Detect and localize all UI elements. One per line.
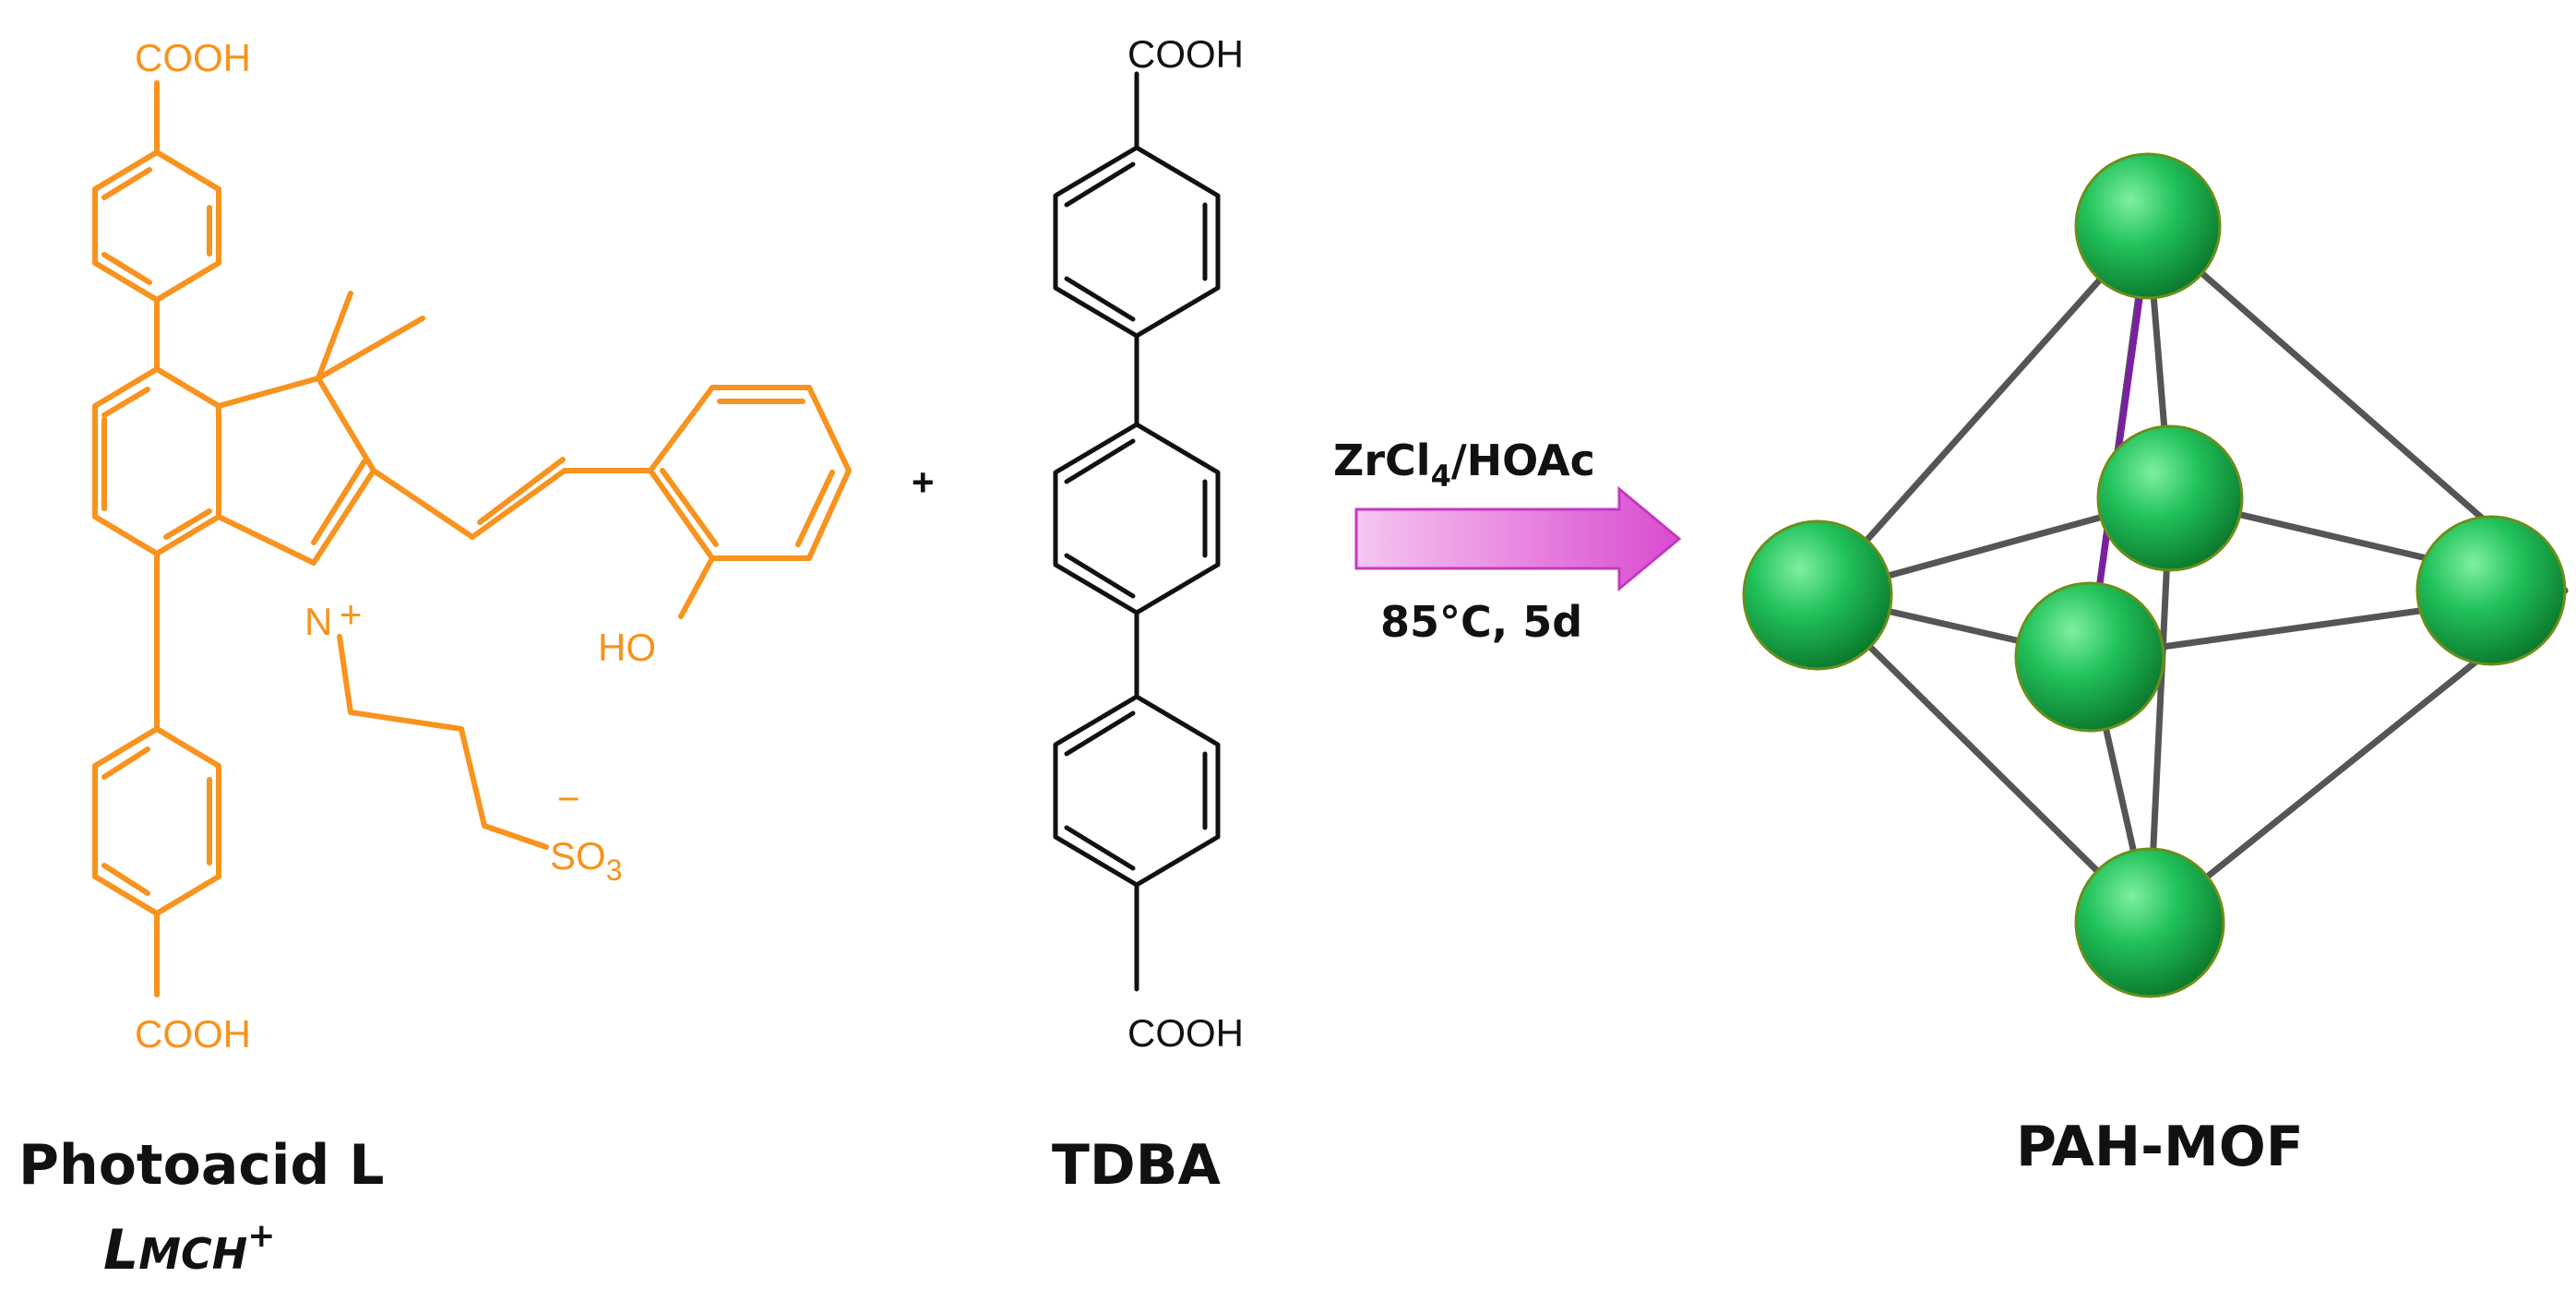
photoacid-bottom-cooh: COOH: [135, 1012, 251, 1056]
reaction-arrow: [1354, 485, 1682, 592]
mof-node-right: [2415, 515, 2567, 666]
mof-nodes: [1742, 152, 2567, 998]
photoacid-formula: LMCH+: [103, 1217, 275, 1283]
product-name: PAH-MOF: [2016, 1115, 2304, 1179]
photoacid-top-cooh: COOH: [135, 36, 251, 79]
temperature-time-label: 85°C, 5d: [1380, 597, 1582, 647]
mof-node-left: [1742, 519, 1893, 671]
mof-node-top: [2074, 152, 2222, 300]
tdba-name: TDBA: [1052, 1133, 1221, 1198]
tdba-bottom-cooh: COOH: [1127, 1011, 1244, 1055]
mof-node-bottom: [2074, 847, 2225, 998]
photoacid-positive-charge: +: [340, 592, 363, 636]
tdba-top-cooh: COOH: [1127, 32, 1244, 76]
photoacid-l-structure: [92, 80, 852, 997]
photoacid-nitrogen: N: [304, 600, 332, 643]
photoacid-name: Photoacid L: [18, 1133, 385, 1198]
mof-node-back: [2096, 424, 2244, 572]
plus-sign: +: [912, 460, 935, 504]
tdba-structure: [1053, 71, 1221, 992]
sulfonate-charge: −: [557, 777, 580, 820]
photoacid-hydroxyl: HO: [598, 626, 656, 669]
reagent-label: ZrCl4/HOAc: [1333, 436, 1595, 494]
mof-node-front: [2014, 581, 2165, 733]
sulfonate-group: SO3: [550, 834, 622, 887]
